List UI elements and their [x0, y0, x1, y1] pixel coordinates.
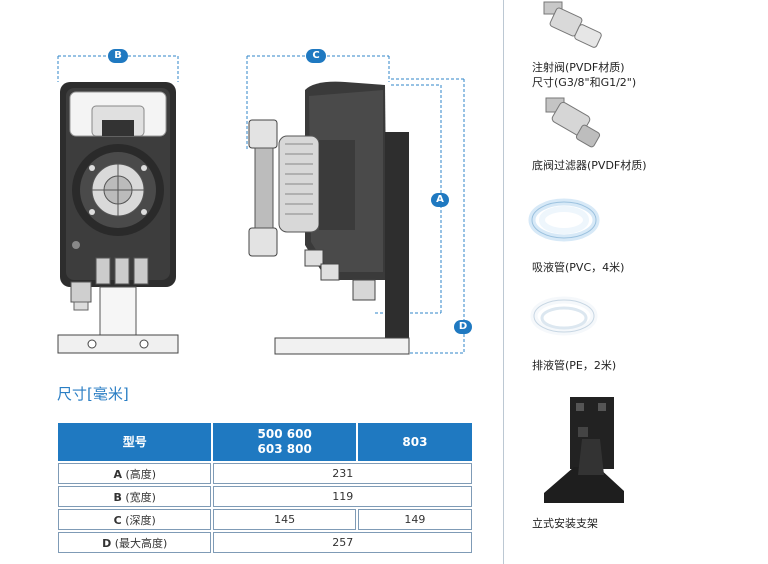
pump-front-view: [57, 55, 179, 354]
table-header-group1-line2: 603 800: [257, 442, 312, 456]
accessory-item: 注射阀(PVDF材质) 尺寸(G3/8"和G1/2"): [532, 60, 636, 90]
table-row: C (深度) 145 149: [58, 509, 472, 530]
injection-valve-image: [543, 1, 602, 48]
dimension-marker-d-label: D: [458, 321, 468, 332]
row-letter: C: [113, 513, 122, 527]
table-row-label: A (高度): [58, 463, 212, 484]
dimension-marker-d: [454, 320, 472, 334]
table-header-row: 型号 500 600 603 800 803: [58, 423, 472, 461]
row-desc: (最大高度): [114, 536, 168, 550]
table-header-group2: 803: [357, 423, 472, 461]
table-row: A (高度) 231: [58, 463, 472, 484]
section-title: 尺寸[毫米]: [57, 385, 129, 403]
accessory-label: 排液管(PE，2米): [532, 359, 617, 372]
dimension-marker-b-label: B: [114, 50, 122, 61]
dimension-marker-b: [108, 49, 128, 63]
dimension-marker-c-label: C: [312, 50, 320, 61]
pump-side-view: [246, 55, 465, 355]
table-row: D (最大高度) 257: [58, 532, 472, 553]
table-row: B (宽度) 119: [58, 486, 472, 507]
accessory-label: 吸液管(PVC，4米): [532, 261, 625, 274]
row-value-group1: 145: [213, 509, 356, 530]
row-letter: B: [113, 490, 122, 504]
dimension-marker-c: [306, 49, 326, 63]
row-letter: A: [113, 467, 122, 481]
foot-valve-image: [545, 97, 601, 148]
suction-hose-image: [528, 198, 600, 242]
accessory-item: 排液管(PE，2米): [532, 358, 616, 373]
mounting-stand-image: [544, 397, 624, 503]
dimension-marker-a: [431, 193, 449, 207]
discharge-hose-image: [530, 296, 598, 336]
accessory-item: 吸液管(PVC，4米): [532, 260, 624, 275]
accessory-label: 底阀过滤器(PVDF材质): [532, 159, 647, 172]
row-desc: (高度): [125, 467, 157, 481]
row-desc: (宽度): [125, 490, 156, 504]
row-value: 257: [213, 532, 472, 553]
row-desc: (深度): [125, 513, 156, 527]
row-value-group2: 149: [357, 509, 472, 530]
column-divider: [503, 0, 504, 564]
accessory-label: 立式安装支架: [532, 517, 598, 530]
accessory-item: 立式安装支架: [532, 516, 598, 531]
dimension-table: 型号 500 600 603 800 803 A (高度) 231 B (宽度)…: [56, 421, 474, 555]
accessory-label: 注射阀(PVDF材质): [532, 61, 625, 74]
row-value: 231: [213, 463, 472, 484]
table-row-label: D (最大高度): [58, 532, 212, 553]
accessory-item: 底阀过滤器(PVDF材质): [532, 158, 647, 173]
table-header-group1: 500 600 603 800: [213, 423, 356, 461]
table-header-group1-line1: 500 600: [257, 427, 312, 441]
table-row-label: C (深度): [58, 509, 212, 530]
dimension-marker-a-label: A: [436, 194, 444, 205]
row-value: 119: [213, 486, 472, 507]
table-row-label: B (宽度): [58, 486, 212, 507]
row-letter: D: [102, 536, 112, 550]
table-header-model: 型号: [58, 423, 212, 461]
accessory-label-sub: 尺寸(G3/8"和G1/2"): [532, 76, 637, 89]
